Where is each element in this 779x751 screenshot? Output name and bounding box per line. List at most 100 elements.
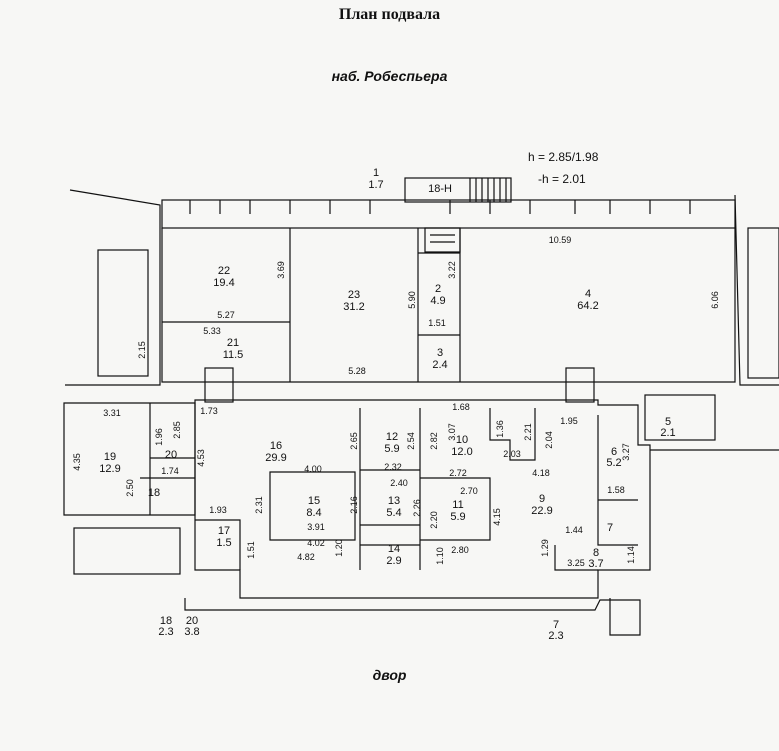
dimension-label: 1.36: [495, 420, 505, 438]
outside-18-area: 2.3: [158, 626, 173, 638]
inner-stair: [424, 227, 461, 253]
dimension-label: 4.53: [196, 449, 206, 467]
dimension-label: 2.16: [349, 496, 359, 514]
dimension-label: 3.91: [307, 522, 325, 532]
room-15-area: 8.4: [306, 507, 321, 519]
height-note-secondary: -h = 2.01: [538, 172, 586, 186]
dimension-label: 4.15: [492, 508, 502, 526]
room-5-block: [644, 394, 716, 441]
room-14-area: 2.9: [386, 555, 401, 567]
dimension-label: 4.18: [532, 468, 550, 478]
room-8-area: 3.7: [588, 558, 603, 570]
stair-label: 18-Н: [428, 183, 452, 195]
dimension-label: 1.20: [334, 539, 344, 557]
room-19-number: 19: [104, 451, 116, 463]
neighbour-wall-right: [734, 194, 779, 386]
shaft-right: [565, 367, 595, 403]
room-2-area: 4.9: [430, 295, 445, 307]
room-22-area: 19.4: [213, 277, 234, 289]
dimension-label: 3.22: [447, 261, 457, 279]
dimension-label: 5.90: [407, 291, 417, 309]
dimension-label: 1.14: [626, 546, 636, 564]
dimension-label: 5.28: [348, 366, 366, 376]
room-23-number: 23: [348, 289, 360, 301]
room-18-number: 18: [148, 487, 160, 499]
front-block-outline: [161, 228, 736, 383]
dimension-label: 1.10: [435, 547, 445, 565]
dimension-label: 2.15: [137, 341, 147, 359]
yard-boundary: [184, 598, 641, 636]
room-1-area: 1.7: [368, 179, 383, 191]
room-10-number: 10: [456, 434, 468, 446]
dimension-label: 2.40: [390, 478, 408, 488]
yard-label: двор: [372, 667, 407, 683]
dimension-label: 1.58: [607, 485, 625, 495]
dimension-label: 2.32: [384, 462, 402, 472]
dimension-label: 1.51: [246, 541, 256, 559]
dimension-label: 4.82: [297, 552, 315, 562]
room-21-number: 21: [227, 337, 239, 349]
room-11-area: 5.9: [450, 511, 465, 523]
dimension-label: 5.33: [203, 326, 221, 336]
room-4-area: 64.2: [577, 300, 598, 312]
dimension-label: 1.51: [428, 318, 446, 328]
room-17-area: 1.5: [216, 537, 231, 549]
street-facade-wall: [161, 199, 736, 229]
dimension-label: 2.70: [460, 486, 478, 496]
dimension-label: 3.69: [276, 261, 286, 279]
dimension-label: 4.35: [72, 453, 82, 471]
room-5-number: 5: [665, 416, 671, 428]
dimension-label: 6.06: [710, 291, 720, 309]
room-9-area: 22.9: [531, 505, 552, 517]
dimension-labels: 10.59 6.06 3.69 5.2 7 5.33 2.15 5.90 3.22 1.51 5.2…: [72, 235, 720, 568]
room-14-number: 14: [388, 543, 400, 555]
dimension-label: 1.44: [565, 525, 583, 535]
dimension-label: 2.21: [523, 423, 533, 441]
room-15-number: 15: [308, 495, 320, 507]
room-12-number: 12: [386, 431, 398, 443]
dimension-label: 10.59: [549, 235, 572, 245]
room-8-number: 8: [593, 547, 599, 559]
dimension-label: 2.50: [125, 479, 135, 497]
dimension-label: 4.02: [307, 538, 325, 548]
dimension-label: 1.95: [560, 416, 578, 426]
room-11-number: 11: [452, 499, 463, 511]
plan-title: План подвала: [338, 6, 441, 23]
room-7-number: 7: [607, 522, 613, 534]
room-17-number: 17: [218, 525, 230, 537]
dimension-label: 3.31: [103, 408, 121, 418]
dimension-label: 2.85: [172, 421, 182, 439]
room-10-area: 12.0: [451, 446, 472, 458]
dimension-label: 3.27: [621, 443, 631, 461]
room-3-area: 2.4: [432, 359, 447, 371]
room-6-number: 6: [611, 446, 617, 458]
dimension-label: 2.03: [503, 449, 521, 459]
room-15-walls: [269, 471, 356, 541]
dimension-label: 2.04: [544, 431, 554, 449]
dimension-label: 1.29: [540, 539, 550, 557]
dimension-label: 1.96: [154, 428, 164, 446]
room-12-area: 5.9: [384, 443, 399, 455]
dimension-label: 2.20: [429, 511, 439, 529]
room-16-area: 29.9: [265, 452, 286, 464]
neighbour-block-yard: [73, 527, 181, 575]
room-13-area: 5.4: [386, 507, 401, 519]
room-9-number: 9: [539, 493, 545, 505]
room-3-number: 3: [437, 347, 443, 359]
dimension-label: 2.26: [412, 499, 422, 517]
room-21-area: 11.5: [223, 349, 244, 361]
room-16-number: 16: [270, 440, 282, 452]
room-6-area: 5.2: [606, 457, 621, 469]
room-5-area: 2.1: [660, 427, 675, 439]
dimension-label: 2.82: [429, 432, 439, 450]
outside-20-number: 20: [186, 615, 198, 627]
room-22-number: 22: [218, 265, 230, 277]
dimension-label: 3.07: [447, 423, 457, 441]
shaft-left: [204, 367, 234, 403]
height-note: h = 2.85/1.98: [528, 150, 599, 164]
room-1-number: 1: [373, 167, 379, 179]
outside-7-number: 7: [553, 619, 559, 631]
room-13-number: 13: [388, 495, 400, 507]
room-23-area: 31.2: [343, 301, 364, 313]
